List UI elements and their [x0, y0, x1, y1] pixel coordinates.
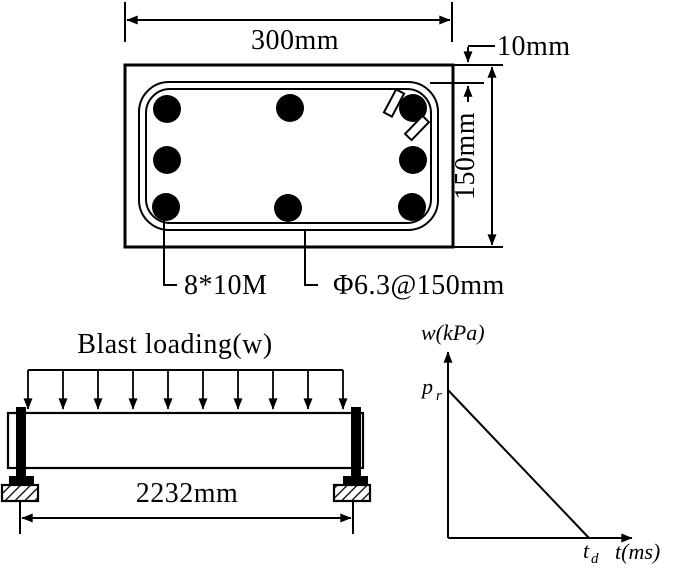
peak-symbol-base: p — [420, 374, 433, 399]
right-support — [332, 407, 372, 503]
left-support — [0, 407, 40, 503]
span-dim-label: 2232mm — [136, 478, 239, 509]
stirrup-inner-line — [145, 88, 432, 224]
rebar-callout: 8*10M — [163, 212, 267, 301]
y-axis-label: w(kPa) — [421, 320, 485, 345]
clamp-bar — [351, 407, 361, 477]
dimension-height: 150mm — [450, 66, 503, 248]
rebar-label: 8*10M — [184, 270, 267, 301]
support-block-hatched — [332, 483, 372, 503]
stirrup-label: Φ6.3@150mm — [333, 270, 505, 301]
peak-symbol-subscript: r — [436, 388, 442, 404]
distributed-load — [23, 369, 348, 410]
pulse-decay-line — [447, 389, 590, 539]
duration-symbol: t d — [583, 538, 599, 567]
rebar-dot — [152, 193, 180, 221]
stirrup-hook — [382, 88, 406, 118]
rebar-dot — [276, 94, 304, 122]
height-dim-label: 150mm — [450, 112, 481, 200]
rebar-dot — [274, 194, 302, 222]
support-cap — [343, 476, 368, 485]
dimension-span: 2232mm — [19, 478, 354, 534]
duration-symbol-subscript: d — [591, 551, 599, 567]
concrete-section-outline — [123, 63, 455, 249]
blast-loading-title: Blast loading(w) — [77, 329, 272, 360]
dimension-cover: 10mm — [430, 31, 571, 102]
rebar-dot — [153, 146, 181, 174]
cover-dim-label: 10mm — [497, 31, 571, 62]
rebar-dot — [399, 146, 427, 174]
beam-body — [6, 411, 365, 470]
beam-elevation-diagram: Blast loading(w) — [0, 329, 372, 534]
rebar-dot — [398, 193, 426, 221]
rebar-dot — [153, 95, 181, 123]
width-dim-label: 300mm — [251, 25, 339, 56]
stirrup-callout: Φ6.3@150mm — [304, 230, 505, 301]
stirrup-hook — [403, 114, 431, 142]
rebar-dot — [399, 94, 427, 122]
peak-pressure-symbol: p r — [420, 374, 442, 404]
support-block-hatched — [0, 483, 40, 503]
dimension-width: 300mm — [124, 2, 453, 56]
x-axis-label: t(ms) — [615, 539, 660, 564]
leader-line — [163, 212, 177, 286]
cross-section-diagram: 300mm 10mm 150mm 8*10M — [123, 2, 571, 301]
stirrup-outer-line — [138, 81, 439, 231]
support-cap — [9, 476, 34, 485]
leader-line — [304, 230, 318, 286]
duration-symbol-base: t — [583, 538, 590, 563]
clamp-bar — [16, 407, 26, 477]
load-time-history-chart: w(kPa) t(ms) p r t d — [420, 320, 660, 567]
